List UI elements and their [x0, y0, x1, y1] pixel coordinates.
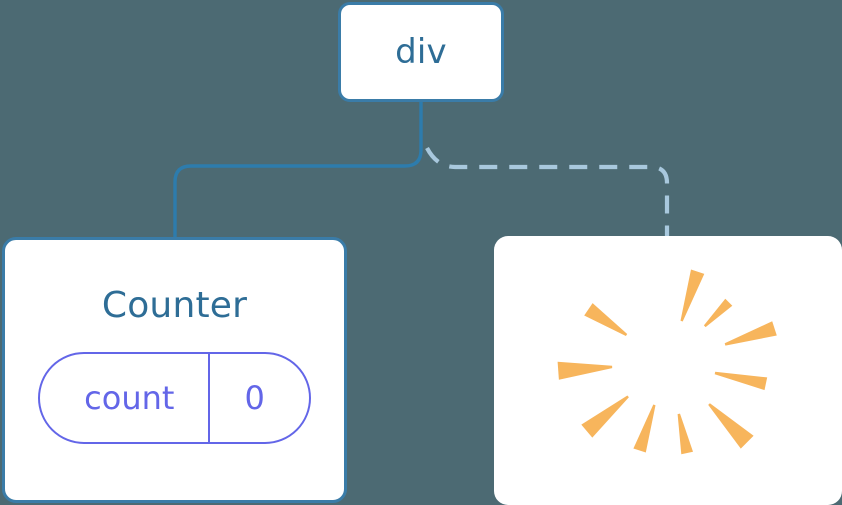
sparkle-ray-1: [680, 269, 705, 322]
sparkle-ray-2: [703, 298, 733, 328]
node-counter[interactable]: Counter count 0: [2, 237, 347, 503]
sparkle-ray-10: [584, 303, 628, 336]
node-div-label: div: [395, 32, 447, 72]
state-pill-count[interactable]: count 0: [38, 352, 311, 444]
sparkle-ray-7: [633, 404, 656, 453]
sparkle-ray-5: [708, 403, 754, 449]
sparkle-ray-6: [677, 413, 693, 455]
edge-div-to-counter: [173, 100, 423, 241]
edge-div-to-effect: [425, 146, 670, 238]
node-div[interactable]: div: [338, 2, 504, 102]
sparkle-ray-3: [724, 321, 777, 346]
sparkle-burst-icon: [557, 269, 777, 455]
state-pill-divider: [208, 354, 211, 442]
sparkle-ray-4: [714, 371, 768, 391]
node-counter-label: Counter: [101, 285, 248, 326]
sparkle-ray-8: [581, 395, 629, 438]
state-value-label: 0: [244, 379, 265, 417]
node-render-burst[interactable]: [494, 236, 842, 505]
state-key-label: count: [84, 379, 175, 417]
sparkle-ray-9: [557, 361, 613, 380]
